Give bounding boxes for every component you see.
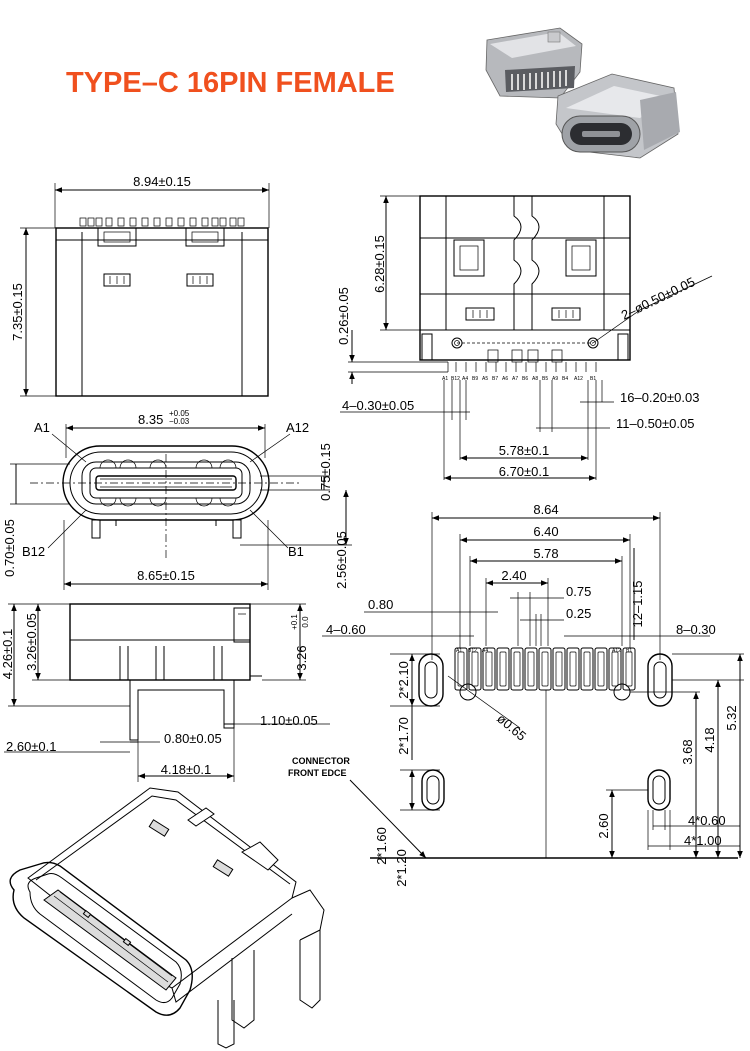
front-top-width-tol-plus: +0.05 bbox=[169, 409, 190, 418]
rear-dim-16: 16–0.20±0.03 bbox=[620, 390, 699, 405]
rear-pin-labels: A1 B12 A4 B9 A5 B7 A6 A7 B6 A8 B5 A9 B4 … bbox=[442, 376, 596, 382]
top-width-label: 8.94±0.15 bbox=[133, 174, 191, 189]
dim-070-label: 0.70±0.05 bbox=[2, 519, 17, 577]
usb-c-isometric-drawing bbox=[9, 787, 325, 1049]
pcb-pad-label: B12 bbox=[468, 648, 477, 654]
pcb-dim-2x120: 2*1.20 bbox=[394, 849, 409, 887]
pcb-pad-label: B1 bbox=[626, 648, 632, 654]
rear-pin-label: B12 bbox=[451, 376, 460, 382]
side-dim-260: 2.60±0.1 bbox=[6, 739, 57, 754]
top-view: 8.94±0.15 7.35±0.15 bbox=[10, 174, 270, 397]
pcb-pad-label: A12 bbox=[612, 648, 621, 654]
side-dim-080: 0.80±0.05 bbox=[164, 731, 222, 746]
rear-pin-label: A5 bbox=[482, 376, 488, 382]
pcb-dim-080: 0.80 bbox=[368, 597, 393, 612]
front-edge-note-line1: CONNECTOR bbox=[292, 756, 350, 766]
pcb-dim-368: 3.68 bbox=[680, 739, 695, 764]
pcb-dim-2x160: 2*1.60 bbox=[374, 827, 389, 865]
rear-dim-670: 6.70±0.1 bbox=[499, 464, 550, 479]
pcb-dim-532: 5.32 bbox=[724, 705, 739, 730]
rear-pin-label: A6 bbox=[502, 376, 508, 382]
front-top-width-tol-minus: −0.03 bbox=[169, 417, 190, 426]
pcb-dim-075: 0.75 bbox=[566, 584, 591, 599]
pcb-dim-640: 6.40 bbox=[533, 524, 558, 539]
usb-c-connector-photo bbox=[485, 27, 680, 159]
pcb-dim-240: 2.40 bbox=[501, 568, 526, 583]
side-dim-110: 1.10±0.05 bbox=[260, 713, 318, 728]
front-bottom-width-label: 8.65±0.15 bbox=[137, 568, 195, 583]
page-title: TYPE–C 16PIN FEMALE bbox=[66, 67, 395, 99]
side-dim-326-tol-minus: 0.0 bbox=[301, 616, 310, 628]
label-b1: B1 bbox=[288, 544, 304, 559]
rear-dim-11: 11–0.50±0.05 bbox=[616, 416, 694, 431]
rear-pin-label: B7 bbox=[492, 376, 498, 382]
pcb-dim-hole: ø0.65 bbox=[494, 711, 529, 744]
pcb-pad-label: A1 bbox=[456, 648, 462, 654]
rear-pin-label: B4 bbox=[562, 376, 568, 382]
rear-pin-label: B6 bbox=[522, 376, 528, 382]
rear-pin-label: B5 bbox=[542, 376, 548, 382]
pcb-dim-4x100: 4*1.00 bbox=[684, 833, 722, 848]
pcb-layout: 8.64 6.40 5.78 2.40 0.75 0.25 0.80 4–0.6… bbox=[288, 502, 744, 887]
pcb-dim-260: 2.60 bbox=[596, 813, 611, 838]
front-top-width-label: 8.35 bbox=[138, 412, 163, 427]
pcb-dim-864: 8.64 bbox=[533, 502, 558, 517]
top-height-label: 7.35±0.15 bbox=[10, 283, 25, 341]
side-view: 4.26±0.1 3.26±0.05 3.26 +0.1 0.0 1.10±0.… bbox=[0, 603, 330, 782]
pcb-dim-4x060: 4*0.60 bbox=[688, 813, 726, 828]
pcb-pad-label: A4 bbox=[482, 648, 488, 654]
rear-view: A1 B12 A4 B9 A5 B7 A6 A7 B6 A8 B5 A9 B4 … bbox=[336, 195, 713, 481]
rear-dim-026: 0.26±0.05 bbox=[336, 287, 351, 345]
rear-pin-label: A12 bbox=[574, 376, 583, 382]
rear-pin-label: B1 bbox=[590, 376, 596, 382]
dim-075-label: 0.75±0.15 bbox=[318, 443, 333, 501]
rear-pin-label: B9 bbox=[472, 376, 478, 382]
pcb-dim-2x210: 2*2.10 bbox=[396, 661, 411, 699]
pcb-dim-1215: 12–1.15 bbox=[630, 581, 645, 628]
pcb-dim-460: 4–0.60 bbox=[326, 622, 366, 637]
label-a12: A12 bbox=[286, 420, 309, 435]
side-dim-418: 4.18±0.1 bbox=[161, 762, 212, 777]
pcb-pad-labels: A1 B12 A4 A12 B1 bbox=[456, 648, 632, 654]
side-dim-426: 4.26±0.1 bbox=[0, 629, 15, 680]
front-view: 8.35 +0.05 −0.03 A1 A12 B12 B1 bbox=[2, 409, 352, 590]
rear-dim-578: 5.78±0.1 bbox=[499, 443, 550, 458]
side-dim-326-tol-plus: +0.1 bbox=[290, 614, 299, 630]
pcb-dim-578: 5.78 bbox=[533, 546, 558, 561]
rear-dim-4: 4–0.30±0.05 bbox=[342, 398, 414, 413]
side-dim-326-right: 3.26 bbox=[294, 645, 309, 670]
label-a1: A1 bbox=[34, 420, 50, 435]
pcb-dim-830: 8–0.30 bbox=[676, 622, 716, 637]
label-b12: B12 bbox=[22, 544, 45, 559]
rear-pin-label: A4 bbox=[462, 376, 468, 382]
rear-pin-label: A1 bbox=[442, 376, 448, 382]
front-edge-note-line2: FRONT EDCE bbox=[288, 768, 347, 778]
pcb-dim-025: 0.25 bbox=[566, 606, 591, 621]
rear-pin-label: A7 bbox=[512, 376, 518, 382]
pcb-dim-2x170: 2*1.70 bbox=[396, 717, 411, 755]
rear-pin-label: A9 bbox=[552, 376, 558, 382]
dim-256-label: 2.56±0.05 bbox=[334, 531, 349, 589]
side-dim-326: 3.26±0.05 bbox=[24, 613, 39, 671]
rear-dim-628: 6.28±0.15 bbox=[372, 235, 387, 293]
pcb-dim-418: 4.18 bbox=[702, 727, 717, 752]
rear-pin-label: A8 bbox=[532, 376, 538, 382]
